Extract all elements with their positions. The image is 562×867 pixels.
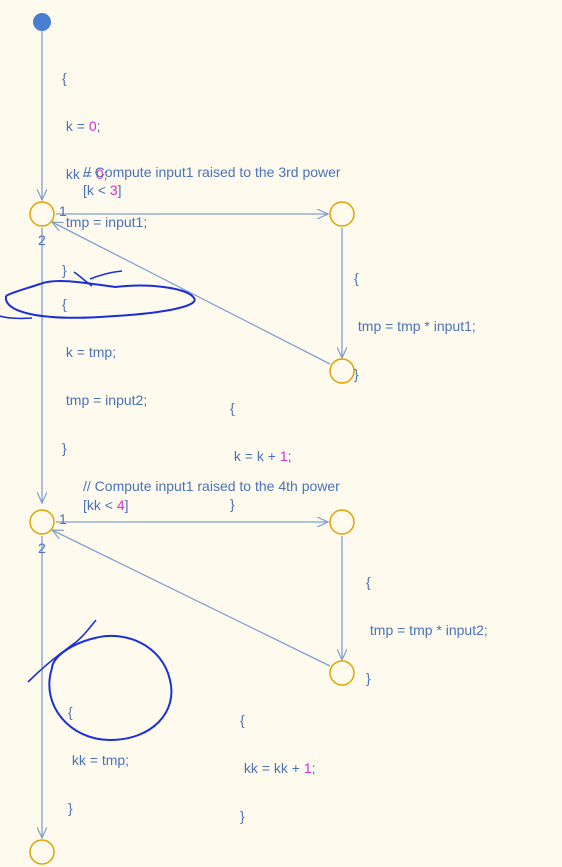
default-transition-node[interactable] [33, 13, 51, 31]
code-line: } [62, 440, 67, 456]
loop2-exit-action[interactable]: { kk = tmp; } [68, 672, 129, 848]
loop1-increment-action[interactable]: { k = k + 1; } [230, 368, 292, 544]
code-line: { [68, 704, 73, 720]
loop2-comment: // Compute input1 raised to the 4th powe… [83, 478, 340, 494]
loop2-body-action[interactable]: { tmp = tmp * input2; } [366, 542, 488, 718]
annotation-circle-2 [48, 634, 173, 742]
code-line: k = k + 1; [230, 448, 292, 464]
loop1-exit-action[interactable]: { k = tmp; tmp = input2; } [62, 264, 147, 488]
annotation-stroke-3 [27, 619, 97, 683]
loop1-condition-label[interactable]: [k < 3] [83, 182, 122, 198]
code-line: tmp = input1; [62, 214, 148, 230]
code-line: k = tmp; [62, 344, 117, 360]
loop2-port-false: 2 [38, 540, 46, 556]
loop1-body-junction[interactable] [329, 201, 355, 227]
terminal-junction[interactable] [29, 839, 55, 865]
code-line: } [230, 496, 235, 512]
code-line: } [68, 800, 73, 816]
code-line: tmp = tmp * input2; [366, 622, 488, 638]
loop2-port-true: 1 [59, 511, 67, 527]
code-line: } [354, 366, 359, 382]
code-line: } [240, 808, 245, 824]
loop1-decision-junction[interactable] [29, 201, 55, 227]
loop2-return-transition[interactable] [52, 530, 331, 667]
code-line: kk = 0; [62, 166, 108, 182]
code-line: tmp = input2; [62, 392, 148, 408]
loop1-comment: // Compute input1 raised to the 3rd powe… [83, 164, 341, 180]
code-line: tmp = tmp * input1; [354, 318, 476, 334]
loop1-increment-junction[interactable] [329, 358, 355, 384]
code-line: kk = kk + 1; [240, 760, 316, 776]
code-line: { [62, 296, 67, 312]
loop2-condition-label[interactable]: [kk < 4] [83, 497, 129, 513]
loop1-body-action[interactable]: { tmp = tmp * input1; } [354, 238, 476, 414]
code-line: k = 0; [62, 118, 101, 134]
code-line: kk = tmp; [68, 752, 130, 768]
code-line: { [366, 574, 371, 590]
loop1-return-transition[interactable] [52, 222, 331, 365]
loop2-increment-junction[interactable] [329, 660, 355, 686]
code-line: { [354, 270, 359, 286]
init-action[interactable]: { k = 0; kk = 0; tmp = input1; } [62, 38, 147, 310]
code-line: { [62, 70, 67, 86]
loop1-port-false: 2 [38, 232, 46, 248]
code-line: { [240, 712, 245, 728]
loop2-body-junction[interactable] [329, 509, 355, 535]
loop2-increment-action[interactable]: { kk = kk + 1; } [240, 680, 316, 856]
annotation-stroke-1 [0, 315, 33, 320]
annotation-stroke-2 [73, 270, 123, 287]
loop1-port-true: 1 [59, 203, 67, 219]
loop2-decision-junction[interactable] [29, 509, 55, 535]
code-line: } [366, 670, 371, 686]
code-line: { [230, 400, 235, 416]
code-line: } [62, 262, 67, 278]
annotation-circle-1 [4, 280, 196, 319]
